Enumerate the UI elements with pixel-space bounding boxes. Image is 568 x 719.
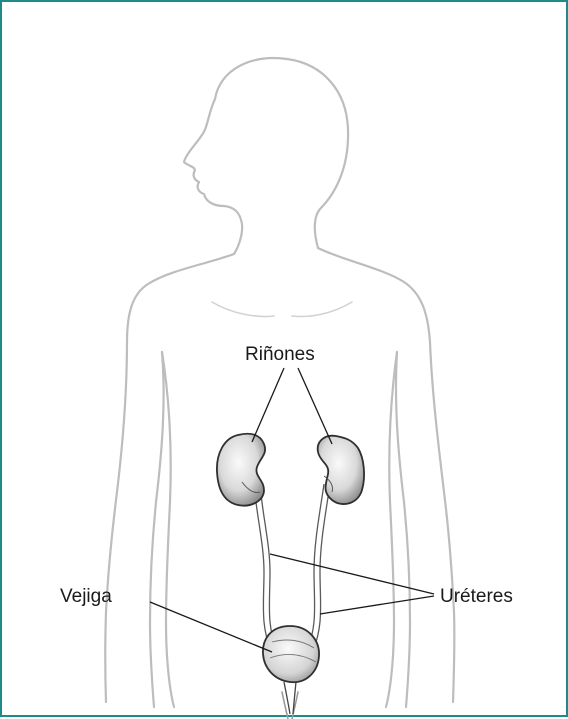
ureters-label: Uréteres bbox=[440, 587, 513, 606]
ureter-lower-leader bbox=[320, 596, 434, 614]
bladder-leader bbox=[150, 602, 272, 652]
bladder-label: Vejiga bbox=[60, 587, 112, 606]
right-kidney-drawing bbox=[318, 436, 364, 504]
bladder-drawing bbox=[263, 626, 319, 714]
left-kidney-drawing bbox=[217, 434, 265, 506]
body-silhouette bbox=[105, 58, 454, 719]
kidney-right-leader bbox=[298, 368, 332, 444]
kidney-left-leader bbox=[252, 368, 284, 442]
kidneys-label: Riñones bbox=[245, 345, 315, 364]
